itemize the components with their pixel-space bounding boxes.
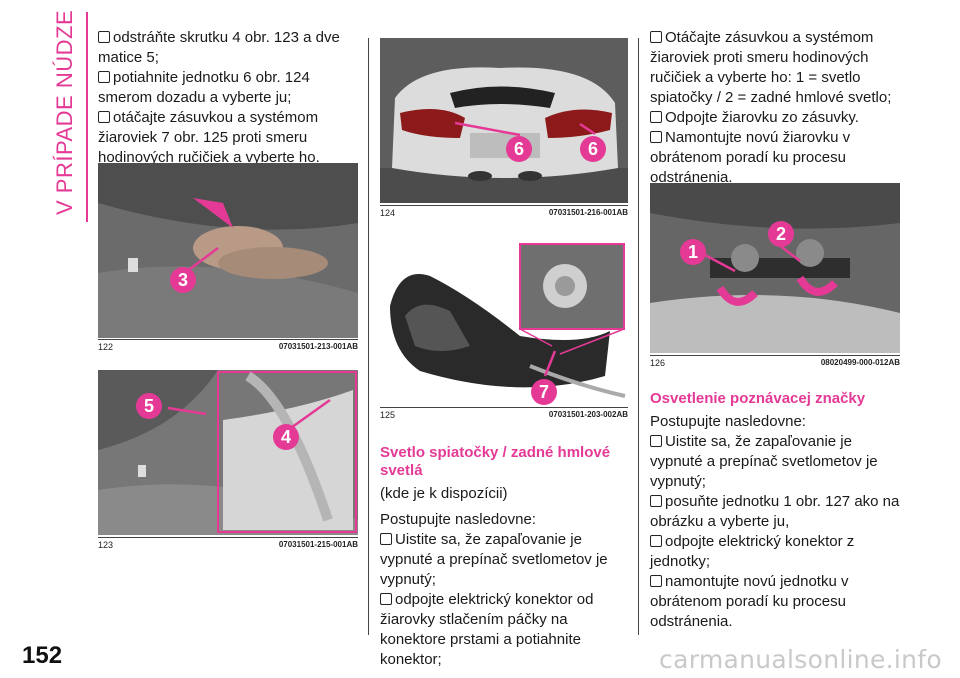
callout-5: 5 [136,393,162,419]
figure-124-caption: 124 07031501-216-001AB [380,208,628,220]
bullet-item: odpojte elektrický konektor z jednotky; [650,532,900,572]
section-heading-license-plate: Osvetlenie poznávacej značky [650,390,866,407]
callout-1: 1 [680,239,706,265]
bullet-box-icon [98,71,110,83]
bullet-box-icon [98,31,110,43]
bullet-box-icon [98,111,110,123]
figure-125-image: 7 [380,236,628,406]
figure-caption-rule [98,339,358,340]
bullet-item: odstráňte skrutku 4 obr. 123 a dve matic… [98,28,360,68]
figure-number: 124 [380,208,396,218]
figure-caption-rule [380,407,628,408]
figure-code: 07031501-213-001AB [278,342,358,351]
bullet-text: Uistite sa, že zapaľovanie je vypnuté a … [650,433,878,490]
bullet-box-icon [650,111,662,123]
bullet-text: posuňte jednotku 1 obr. 127 ako na obráz… [650,493,900,530]
callout-6-right: 6 [580,136,606,162]
figure-number: 122 [98,342,114,352]
bullet-item: Namontujte novú žiarovku v obrátenom por… [650,128,900,188]
column-3-top-text: Otáčajte zásuvkou a systémom žiaroviek p… [650,28,900,188]
bullet-box-icon [650,131,662,143]
figure-code: 07031501-216-001AB [548,208,628,217]
intro-text: Postupujte nasledovne: [380,511,536,528]
figure-code: 07031501-215-001AB [278,540,358,549]
chapter-side-rule [86,12,88,222]
watermark: carmanualsonline.info [659,645,942,674]
figure-number: 125 [380,410,396,420]
bullet-item: odpojte elektrický konektor od žiarovky … [380,590,630,670]
intro-text: Postupujte nasledovne: [650,413,806,430]
bullet-item: Uistite sa, že zapaľovanie je vypnuté a … [650,432,900,492]
bullet-box-icon [650,535,662,547]
bullet-box-icon [380,593,392,605]
callout-4: 4 [273,424,299,450]
figure-124-image: 6 6 [380,38,628,203]
figure-number: 123 [98,540,114,550]
page-number: 152 [22,642,63,669]
bullet-item: otáčajte zásuvkou a systémom žiaroviek 7… [98,108,360,168]
figure-123-caption: 123 07031501-215-001AB [98,540,358,552]
bullet-text: potiahnite jednotku 6 obr. 124 smerom do… [98,69,310,106]
figure-122-image: 3 [98,163,358,338]
figure-code: 07031501-203-002AB [548,410,628,419]
bullet-box-icon [650,575,662,587]
figure-126-caption: 126 08020499-000-012AB [650,358,900,370]
callout-2: 2 [768,221,794,247]
availability-note: (kde je k dispozícii) [380,485,508,502]
bullet-text: odpojte elektrický konektor od žiarovky … [380,591,594,668]
bullet-item: namontujte novú jednotku v obrátenom por… [650,572,900,632]
figure-caption-rule [380,205,628,206]
figure-122-caption: 122 07031501-213-001AB [98,342,358,354]
figure-code: 08020499-000-012AB [820,358,900,367]
bullet-box-icon [650,31,662,43]
bullet-item: Otáčajte zásuvkou a systémom žiaroviek p… [650,28,900,108]
bullet-text: otáčajte zásuvkou a systémom žiaroviek 7… [98,109,320,166]
bullet-item: potiahnite jednotku 6 obr. 124 smerom do… [98,68,360,108]
column-divider-2 [638,38,639,635]
bullet-text: Namontujte novú žiarovku v obrátenom por… [650,129,851,186]
column-2-text: Svetlo spiatočky / zadné hmlové svetlá (… [380,444,630,670]
bullet-item: Odpojte žiarovku zo zásuvky. [650,108,900,128]
bullet-text: namontujte novú jednotku v obrátenom por… [650,573,849,630]
callout-7: 7 [531,379,557,405]
bullet-item: Uistite sa, že zapaľovanie je vypnuté a … [380,530,630,590]
callout-6-left: 6 [506,136,532,162]
bullet-box-icon [650,435,662,447]
column-3-bottom-text: Osvetlenie poznávacej značky Postupujte … [650,390,900,632]
bullet-text: Odpojte žiarovku zo zásuvky. [665,109,859,126]
bullet-text: Otáčajte zásuvkou a systémom žiaroviek p… [650,29,892,106]
bullet-text: Uistite sa, že zapaľovanie je vypnuté a … [380,531,608,588]
bullet-text: odstráňte skrutku 4 obr. 123 a dve matic… [98,29,340,66]
bullet-box-icon [380,533,392,545]
figure-caption-rule [98,537,358,538]
figure-123-image: 5 4 [98,370,358,535]
chapter-side-title: V PRÍPADE NÚDZE [52,9,77,215]
bullet-text: odpojte elektrický konektor z jednotky; [650,533,855,570]
figure-125-caption: 125 07031501-203-002AB [380,410,628,422]
column-1: odstráňte skrutku 4 obr. 123 a dve matic… [98,28,360,168]
bullet-item: posuňte jednotku 1 obr. 127 ako na obráz… [650,492,900,532]
figure-126-image: 1 2 [650,183,900,353]
section-heading-reverse-fog: Svetlo spiatočky / zadné hmlové svetlá [380,444,611,479]
callout-3: 3 [170,267,196,293]
figure-number: 126 [650,358,666,368]
column-divider-1 [368,38,369,635]
figure-caption-rule [650,355,900,356]
bullet-box-icon [650,495,662,507]
